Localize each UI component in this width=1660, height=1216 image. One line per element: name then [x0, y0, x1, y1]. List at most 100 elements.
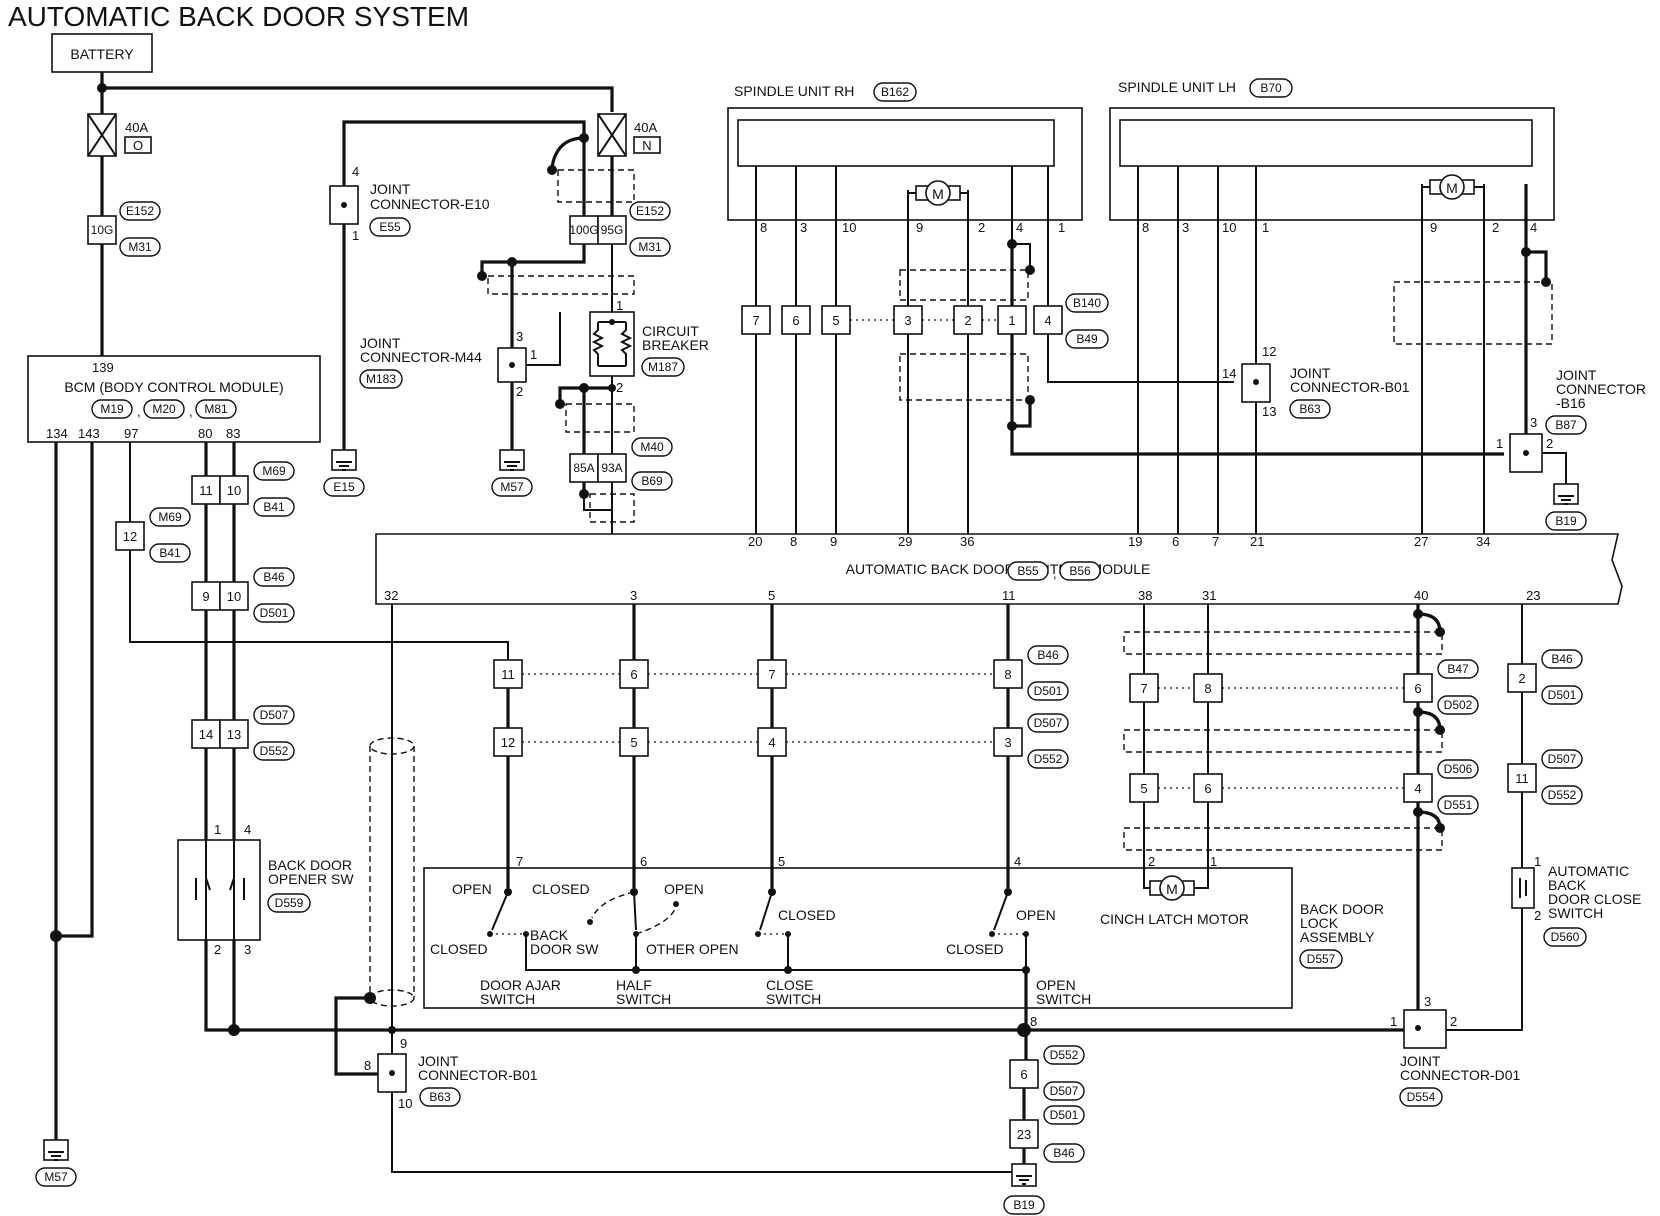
svg-text:2: 2	[1492, 220, 1499, 235]
svg-text:9: 9	[830, 534, 837, 549]
svg-text:D554: D554	[1407, 1090, 1436, 1104]
circuit-breaker: 1 2 CIRCUIT BREAKER M187	[589, 298, 709, 395]
svg-text:B55: B55	[1017, 564, 1039, 578]
svg-text:D551: D551	[1444, 798, 1473, 812]
svg-text:6: 6	[1172, 534, 1179, 549]
svg-text:10: 10	[227, 483, 241, 498]
ground-b19-bottom: B19	[1003, 1163, 1045, 1215]
svg-text:2: 2	[516, 384, 523, 399]
svg-text:BATTERY: BATTERY	[70, 46, 134, 62]
svg-text:D501: D501	[1050, 1108, 1079, 1122]
svg-text:4: 4	[1414, 781, 1421, 796]
svg-text:CONNECTOR-M44: CONNECTOR-M44	[360, 349, 482, 365]
svg-text:5: 5	[1140, 781, 1147, 796]
svg-text:B41: B41	[159, 546, 181, 560]
svg-text:1: 1	[1390, 1014, 1397, 1029]
svg-text:9: 9	[400, 1036, 407, 1051]
svg-text:BACK DOOR: BACK DOOR	[268, 857, 352, 873]
svg-text:D501: D501	[1548, 688, 1577, 702]
svg-text:3: 3	[1424, 994, 1431, 1009]
svg-text:4: 4	[1014, 854, 1021, 869]
svg-text:40: 40	[1414, 588, 1428, 603]
ground-e15: E15	[323, 449, 365, 497]
svg-text:1: 1	[1262, 220, 1269, 235]
fuse-40a-o: 40A O	[87, 113, 152, 157]
svg-text:JOINT: JOINT	[1400, 1053, 1441, 1069]
svg-text:OPENER SW: OPENER SW	[268, 871, 354, 887]
svg-text:SWITCH: SWITCH	[766, 991, 821, 1007]
spindle-rh-motor: M	[915, 180, 961, 206]
svg-text:4: 4	[352, 164, 359, 179]
svg-text:D507: D507	[1050, 1084, 1079, 1098]
svg-text:D552: D552	[1548, 788, 1577, 802]
svg-text:8: 8	[1004, 667, 1011, 682]
svg-text:23: 23	[1017, 1127, 1031, 1142]
back-door-sw-label-1: BACK	[530, 927, 569, 943]
svg-text:D501: D501	[260, 606, 289, 620]
svg-text:SWITCH: SWITCH	[480, 991, 535, 1007]
svg-text:10: 10	[227, 589, 241, 604]
svg-text:BCM (BODY CONTROL MODULE): BCM (BODY CONTROL MODULE)	[64, 379, 283, 395]
svg-text:7: 7	[1212, 534, 1219, 549]
svg-text:N: N	[642, 138, 651, 153]
svg-text:D557: D557	[1307, 952, 1336, 966]
svg-text:B87: B87	[1555, 418, 1577, 432]
svg-text:11: 11	[501, 667, 515, 682]
svg-text:2: 2	[978, 220, 985, 235]
svg-text:B162: B162	[881, 85, 909, 99]
svg-text:2: 2	[964, 313, 971, 328]
svg-text:B46: B46	[263, 570, 285, 584]
svg-text:6: 6	[640, 854, 647, 869]
svg-text:27: 27	[1414, 534, 1428, 549]
svg-text:D552: D552	[260, 744, 289, 758]
svg-text:21: 21	[1250, 534, 1264, 549]
svg-text:31: 31	[1202, 588, 1216, 603]
svg-text:80: 80	[198, 426, 212, 441]
svg-text:JOINT: JOINT	[1290, 365, 1331, 381]
svg-text:JOINT: JOINT	[418, 1053, 459, 1069]
svg-text:B46: B46	[1053, 1146, 1075, 1160]
svg-text:D507: D507	[260, 708, 289, 722]
svg-text:BREAKER: BREAKER	[642, 337, 709, 353]
svg-text:CLOSE: CLOSE	[766, 977, 813, 993]
svg-text:8: 8	[790, 534, 797, 549]
svg-text:OPEN: OPEN	[1036, 977, 1076, 993]
svg-text:6: 6	[1414, 681, 1421, 696]
svg-text:-B16: -B16	[1556, 395, 1586, 411]
svg-text:10: 10	[842, 220, 856, 235]
svg-text:B19: B19	[1555, 514, 1577, 528]
svg-text:8: 8	[364, 1058, 371, 1073]
svg-text:D501: D501	[1034, 684, 1063, 698]
svg-text:M57: M57	[500, 480, 524, 494]
battery: BATTERY	[51, 33, 153, 73]
svg-text:2: 2	[1518, 671, 1525, 686]
svg-text:M40: M40	[640, 440, 664, 454]
svg-text:3: 3	[244, 942, 251, 957]
svg-text:2: 2	[1546, 436, 1553, 451]
svg-text:B63: B63	[429, 1090, 451, 1104]
svg-text:95G: 95G	[601, 223, 624, 237]
svg-text:E55: E55	[379, 220, 401, 234]
svg-text:1: 1	[1534, 854, 1541, 869]
svg-text:3: 3	[1182, 220, 1189, 235]
svg-text:D502: D502	[1444, 698, 1473, 712]
ground-m57-bottom: M57	[35, 1139, 77, 1187]
svg-text:83: 83	[226, 426, 240, 441]
svg-text:93A: 93A	[601, 461, 622, 475]
svg-text:JOINT: JOINT	[1556, 367, 1597, 383]
svg-text:9: 9	[202, 589, 209, 604]
spindle-unit-rh: SPINDLE UNIT RH B162 M 8 3 10 9 2 4 1	[727, 82, 1083, 235]
svg-text:11: 11	[1002, 588, 1016, 603]
svg-text:CIRCUIT: CIRCUIT	[642, 323, 699, 339]
svg-text:11: 11	[1515, 771, 1529, 786]
svg-text:B47: B47	[1447, 662, 1469, 676]
svg-text:6: 6	[1204, 781, 1211, 796]
svg-text:SPINDLE UNIT LH: SPINDLE UNIT LH	[1118, 79, 1236, 95]
svg-text:CINCH LATCH MOTOR: CINCH LATCH MOTOR	[1100, 911, 1249, 927]
joint-connector-d01: 3 1 2 JOINT CONNECTOR-D01 D554	[1390, 994, 1521, 1107]
fuse-40a-n: 40A N	[597, 113, 661, 157]
svg-text:BACK: BACK	[1548, 877, 1587, 893]
svg-text:32: 32	[384, 588, 398, 603]
door-ajar-switch: OPEN CLOSED DOOR AJAR SWITCH	[430, 881, 561, 1007]
